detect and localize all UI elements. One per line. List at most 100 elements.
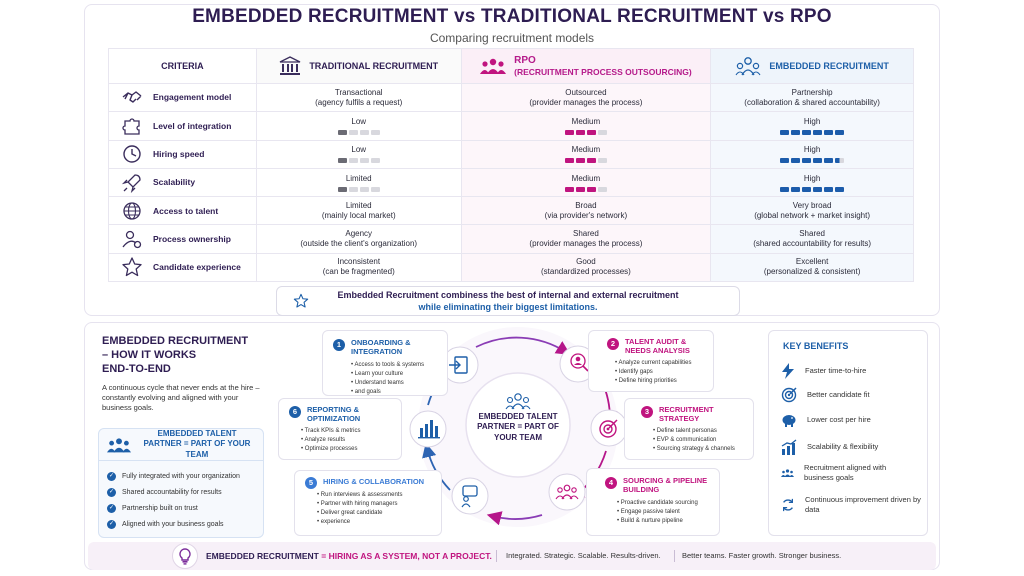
rpo-cell: Medium	[460, 111, 712, 141]
key-benefits-title: KEY BENEFITS	[783, 341, 849, 351]
level-indicator	[257, 158, 461, 164]
list-item: Define talent personas	[653, 427, 735, 436]
lightbulb-icon	[172, 543, 198, 569]
talent-partner-box: EMBEDDED TALENT PARTNER = PART OF YOUR T…	[98, 428, 264, 538]
divider	[674, 550, 675, 562]
cell-main: Partnership	[791, 87, 833, 97]
list-item: Partner with hiring managers	[317, 500, 402, 509]
growth-chart-icon	[781, 439, 797, 455]
step-items: Define talent personas EVP & communicati…	[653, 427, 735, 454]
list-item: Sourcing strategy & channels	[653, 445, 735, 454]
level-bar	[780, 186, 790, 192]
criteria-cell: Process ownership	[108, 224, 257, 254]
page-subtitle: Comparing recruitment models	[429, 31, 595, 45]
footer-tagline-1: Integrated. Strategic. Scalable. Results…	[506, 551, 661, 560]
level-bar	[575, 129, 585, 135]
list-item: Optimize processes	[301, 445, 360, 454]
header-criteria: CRITERIA	[108, 48, 257, 84]
level-bar	[575, 158, 585, 164]
criteria-cell: Level of integration	[108, 111, 257, 141]
cycle-arrow-1-2	[475, 336, 571, 355]
level-bar	[586, 186, 596, 192]
level-indicator	[462, 158, 711, 164]
level-bar	[359, 158, 369, 164]
benefit-item: Scalability & flexibility	[781, 439, 878, 455]
criteria-label: Candidate experience	[153, 262, 241, 273]
list-item: Analyze current capabilities	[615, 359, 691, 368]
list-item: Understand teams	[351, 379, 424, 388]
cell-main: Very broad	[792, 200, 832, 210]
team-icon	[107, 437, 131, 452]
clock-icon	[123, 145, 141, 163]
step-card-4: 4 SOURCING & PIPELINE BUILDING Proactive…	[586, 468, 720, 536]
level-bar	[780, 158, 790, 164]
step-title: ONBOARDING & INTEGRATION	[351, 338, 411, 357]
header-rpo-label: RPO	[514, 54, 536, 66]
criteria-cell: Access to talent	[108, 196, 257, 226]
level-bar	[835, 186, 845, 192]
step-number: 1	[333, 339, 345, 351]
level-bar	[802, 186, 812, 192]
talent-partner-title: EMBEDDED TALENT PARTNER = PART OF YOUR T…	[143, 428, 251, 459]
target-icon	[781, 387, 797, 403]
level-bar	[597, 186, 607, 192]
level-bar	[597, 158, 607, 164]
check-icon: ✓	[107, 519, 116, 529]
node-sourcing	[548, 473, 586, 511]
level-bar	[813, 129, 823, 135]
embedded-cell: Excellent(personalized & consistent)	[710, 252, 914, 283]
group-icon	[480, 58, 507, 74]
embedded-cell: Shared(shared accountability for results…	[710, 224, 914, 254]
bank-building-icon	[280, 56, 301, 75]
step-items: Run interviews & assessments Partner wit…	[317, 491, 403, 527]
cell-sub: (can be fragmented)	[322, 267, 395, 277]
step-card-6: 6 REPORTING & OPTIMIZATION Track KPIs & …	[278, 398, 402, 460]
level-bar	[575, 186, 585, 192]
divider	[496, 550, 497, 562]
cell-main: Limited	[345, 200, 372, 210]
benefit-item: Recruitment aligned with business goals	[781, 463, 901, 483]
globe-icon	[123, 202, 141, 220]
level-bar	[370, 186, 380, 192]
list-item: ✓Aligned with your business goals	[107, 519, 224, 529]
level-indicator	[462, 186, 711, 192]
callout-line-2: while eliminating their biggest limitati…	[418, 302, 598, 312]
level-bar	[824, 158, 834, 164]
node-talent-audit	[559, 345, 597, 383]
criteria-cell: Scalability	[108, 167, 257, 198]
node-hiring	[451, 477, 489, 515]
user-search-icon	[570, 353, 589, 372]
embedded-cell: Very broad(global network + market insig…	[710, 196, 914, 226]
level-bar	[564, 129, 574, 135]
table-header-row: CRITERIA TRADITIONAL RECRUITMENT	[108, 48, 914, 84]
level-bar	[824, 129, 834, 135]
criteria-label: Access to talent	[153, 205, 219, 216]
criteria-label: Process ownership	[153, 233, 231, 244]
level-bar	[564, 186, 574, 192]
level-bar	[564, 158, 574, 164]
cell-main: Shared	[799, 229, 825, 239]
traditional-cell: Low	[255, 139, 462, 169]
level-indicator	[711, 158, 913, 164]
footer-tagline-2: Better teams. Faster growth. Stronger bu…	[682, 551, 842, 560]
step-items: Access to tools & systems Learn your cul…	[351, 361, 424, 397]
list-item: Identify gaps	[615, 368, 691, 377]
cell-main: Broad	[575, 200, 597, 210]
cycle-center-circle	[465, 372, 571, 478]
cycle-arrow-4-5	[486, 511, 543, 526]
level-bar	[791, 129, 801, 135]
level-bar	[348, 129, 358, 135]
level-indicator	[711, 129, 913, 135]
level-bar	[337, 158, 347, 164]
target-icon	[599, 419, 618, 438]
header-embedded-label: EMBEDDED RECRUITMENT	[769, 61, 889, 71]
level-bar	[791, 186, 801, 192]
traditional-cell: Transactional(agency fulfils a request)	[255, 82, 462, 113]
level-bar	[370, 158, 380, 164]
how-it-works-description: A continuous cycle that never ends at th…	[102, 383, 260, 413]
cell-sub: (mainly local market)	[321, 210, 396, 220]
header-rpo-sublabel: (RECRUITMENT PROCESS OUTSOURCING)	[514, 66, 692, 77]
list-item: and goals	[351, 388, 424, 397]
rpo-cell: Medium	[460, 167, 712, 198]
